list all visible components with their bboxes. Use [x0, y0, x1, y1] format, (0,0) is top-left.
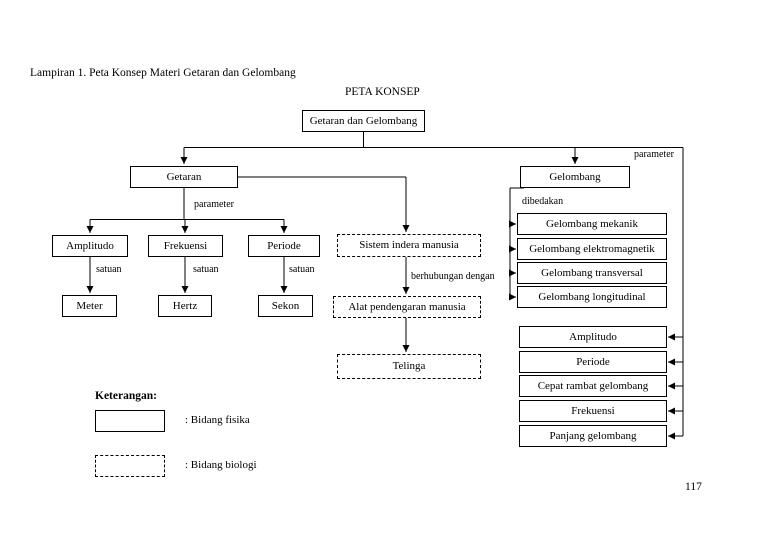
node-alat-pendengaran-manusia: Alat pendengaran manusia: [333, 296, 481, 318]
node-gelombang-elektromagnetik: Gelombang elektromagnetik: [517, 238, 667, 260]
node-sistem-indera-manusia: Sistem indera manusia: [337, 234, 481, 257]
node-param-periode: Periode: [519, 351, 667, 373]
node-param-frekuensi: Frekuensi: [519, 400, 667, 422]
edge-label-parameter-gelombang: parameter: [634, 149, 674, 160]
node-amplitudo: Amplitudo: [52, 235, 128, 257]
edge-label-satuan-amplitudo: satuan: [96, 264, 122, 275]
legend-label-biologi: : Bidang biologi: [185, 459, 257, 471]
edge-label-dibedakan: dibedakan: [522, 196, 564, 207]
appendix-caption: Lampiran 1. Peta Konsep Materi Getaran d…: [30, 67, 296, 79]
edge-label-berhubungan-dengan: berhubungan dengan: [411, 271, 495, 282]
edge-label-satuan-frekuensi: satuan: [193, 264, 219, 275]
node-frekuensi: Frekuensi: [148, 235, 223, 257]
node-hertz: Hertz: [158, 295, 212, 317]
node-gelombang-mekanik: Gelombang mekanik: [517, 213, 667, 235]
node-gelombang-longitudinal: Gelombang longitudinal: [517, 286, 667, 308]
node-param-panjang-gelombang: Panjang gelombang: [519, 425, 667, 447]
legend-label-fisika: : Bidang fisika: [185, 414, 250, 426]
edge-label-parameter-getaran: parameter: [194, 199, 234, 210]
page-number: 117: [685, 481, 702, 493]
node-meter: Meter: [62, 295, 117, 317]
node-getaran: Getaran: [130, 166, 238, 188]
node-param-amplitudo: Amplitudo: [519, 326, 667, 348]
node-telinga: Telinga: [337, 354, 481, 379]
node-periode: Periode: [248, 235, 320, 257]
node-sekon: Sekon: [258, 295, 313, 317]
legend-swatch-fisika: [95, 410, 165, 432]
tree-connectors: [86, 132, 684, 440]
node-gelombang: Gelombang: [520, 166, 630, 188]
diagram-title: PETA KONSEP: [345, 86, 420, 98]
node-param-cepat-rambat: Cepat rambat gelombang: [519, 375, 667, 397]
node-gelombang-transversal: Gelombang transversal: [517, 262, 667, 284]
legend-title: Keterangan:: [95, 390, 157, 402]
node-root: Getaran dan Gelombang: [302, 110, 425, 132]
legend-swatch-biologi: [95, 455, 165, 477]
edge-label-satuan-periode: satuan: [289, 264, 315, 275]
